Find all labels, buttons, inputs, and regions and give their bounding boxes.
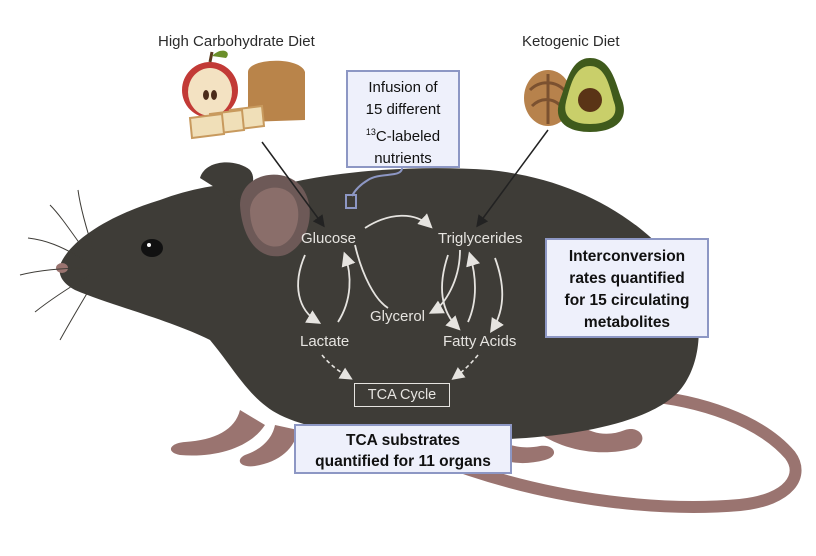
infusion-line-3-text: C-labeled	[375, 128, 441, 145]
mouse-nose	[56, 263, 68, 273]
bread-icon	[188, 60, 305, 140]
mouse-eye-shine	[147, 243, 151, 247]
isotope-superscript: 13	[365, 127, 376, 137]
triglycerides-label: Triglycerides	[438, 230, 523, 247]
mouse-front-foot	[170, 410, 265, 456]
infusion-line-2: 15 different	[365, 101, 441, 118]
fatty-acids-label: Fatty Acids	[443, 333, 517, 350]
cycle-arrows	[297, 213, 504, 334]
diet-arrow-keto	[476, 129, 549, 228]
infusion-line-4: nutrients	[374, 150, 432, 167]
lactate-label: Lactate	[300, 333, 350, 350]
avocado-icon	[557, 58, 624, 132]
tca-substrates-line-2: quantified for 11 organs	[315, 453, 491, 470]
mouse-back-ear	[200, 162, 254, 200]
tca-arrows	[321, 354, 479, 380]
glucose-label: Glucose	[301, 230, 357, 247]
high-carb-diet-label: High Carbohydrate Diet	[158, 33, 315, 50]
tca-substrates-line-1: TCA substrates	[346, 432, 460, 449]
diet-arrow-carb	[261, 141, 325, 228]
mouse-whiskers	[19, 189, 96, 341]
mouse-eye	[141, 239, 163, 257]
mouse-front-foot-2	[239, 425, 298, 467]
interconversion-line-3: for 15 circulating	[564, 292, 690, 309]
infusion-line-1: Infusion of	[368, 79, 438, 96]
interconversion-line-4: metabolites	[583, 314, 671, 331]
interconversion-line-2: rates quantified	[569, 270, 685, 287]
infusion-box: Infusion of 15 different 13C-labeled nut…	[346, 70, 460, 168]
interconversion-line-1: Interconversion	[568, 248, 686, 265]
infusion-port	[345, 194, 357, 209]
infusion-line-3: 13C-labeled	[348, 121, 458, 148]
ketogenic-diet-label: Ketogenic Diet	[522, 33, 620, 50]
tca-cycle-box: TCA Cycle	[354, 383, 450, 407]
mouse-ear-inner	[250, 187, 299, 247]
infusion-connector	[351, 167, 403, 197]
glycerol-label: Glycerol	[370, 308, 426, 325]
interconversion-box: Interconversion rates quantified for 15 …	[545, 238, 709, 338]
apple-icon	[182, 50, 238, 118]
tca-substrates-box: TCA substrates quantified for 11 organs	[294, 424, 512, 474]
mouse-body	[59, 168, 699, 440]
